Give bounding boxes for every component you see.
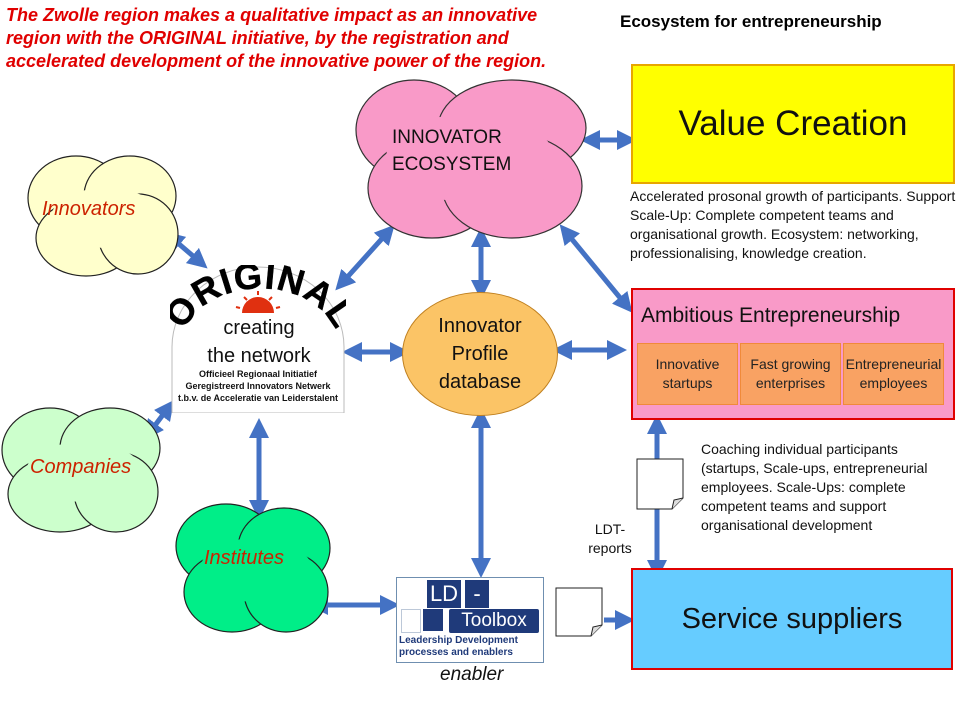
institutes-cloud[interactable] [174,500,334,635]
ld-toolbox-logo[interactable]: LD - Toolbox Leadership Development proc… [396,577,544,663]
original-tagline: creating the network [196,314,322,370]
database-line2: Profile [451,343,509,365]
value-creation-description: Accelerated prosonal growth of participa… [630,188,956,261]
arrow-original-ecosystem [335,224,395,291]
original-subtext-line2: Geregistreerd Innovators Netwerk [185,381,331,391]
original-logo-graphic: ORIGINAL [156,254,363,414]
toolbox-grid-cell [401,609,421,633]
entrepreneurial-employees-box[interactable]: Entrepreneurial employees [843,343,944,405]
toolbox-ld-block: LD [427,580,461,608]
headline-text: The Zwolle region makes a qualitative im… [6,5,547,71]
toolbox-grid-cell [423,609,443,631]
toolbox-dash-block: - [465,580,489,608]
service-suppliers-box[interactable]: Service suppliers [631,568,953,670]
ecosystem-label-line2: ECOSYSTEM [392,154,512,175]
ecosystem-label: INNOVATOR ECOSYSTEM [392,124,511,178]
innovators-cloud[interactable] [18,148,183,278]
value-creation-box[interactable]: Value Creation [631,64,955,184]
toolbox-caption-line1: Leadership Development [399,635,518,646]
innovators-label: Innovators [42,198,136,220]
original-subtext-line3: t.b.v. de Acceleratie van Leiderstalent [177,393,339,403]
toolbox-caption-line2: processes and enablers [399,647,513,658]
toolbox-caption: Leadership Development processes and ena… [399,635,541,659]
ldt-reports-label: LDT-reports [588,521,632,556]
value-creation-title: Value Creation [678,104,908,143]
fast-growing-enterprises-box[interactable]: Fast growing enterprises [740,343,841,405]
innovative-startups-box[interactable]: Innovative startups [637,343,738,405]
service-suppliers-title: Service suppliers [681,602,903,635]
document-icon [636,458,684,510]
fast-growing-label: Fast growing enterprises [750,356,831,391]
original-subtext: Officieel Regionaal Initiatief Geregistr… [170,368,346,404]
companies-cloud[interactable] [0,402,165,534]
page-title: Ecosystem for entrepreneurship [620,12,882,31]
database-line1: Innovator [438,315,522,337]
innovative-startups-label: Innovative startups [655,356,720,391]
enabler-label: enabler [440,664,504,685]
original-tagline-line1: creating [223,317,295,339]
original-subtext-line1: Officieel Regionaal Initiatief [198,369,318,379]
arrow-ecosystem-ambitious [559,224,633,313]
database-line3: database [438,371,522,393]
coaching-description: Coaching individual participants (startu… [701,441,928,533]
innovator-ecosystem-cloud[interactable] [352,76,592,241]
institutes-label: Institutes [204,547,285,569]
ambitious-title: Ambitious Entrepreneurship [641,304,901,327]
companies-label: Companies [30,456,132,478]
original-logo[interactable]: ORIGINAL [156,254,363,414]
document-icon [555,587,603,637]
ecosystem-label-line1: INNOVATOR [392,127,502,148]
innovator-profile-database[interactable]: Innovator Profile database [402,292,558,416]
entrepreneurial-employees-label: Entrepreneurial employees [845,356,942,391]
toolbox-label: Toolbox [449,609,539,633]
original-tagline-line2: the network [207,345,311,367]
